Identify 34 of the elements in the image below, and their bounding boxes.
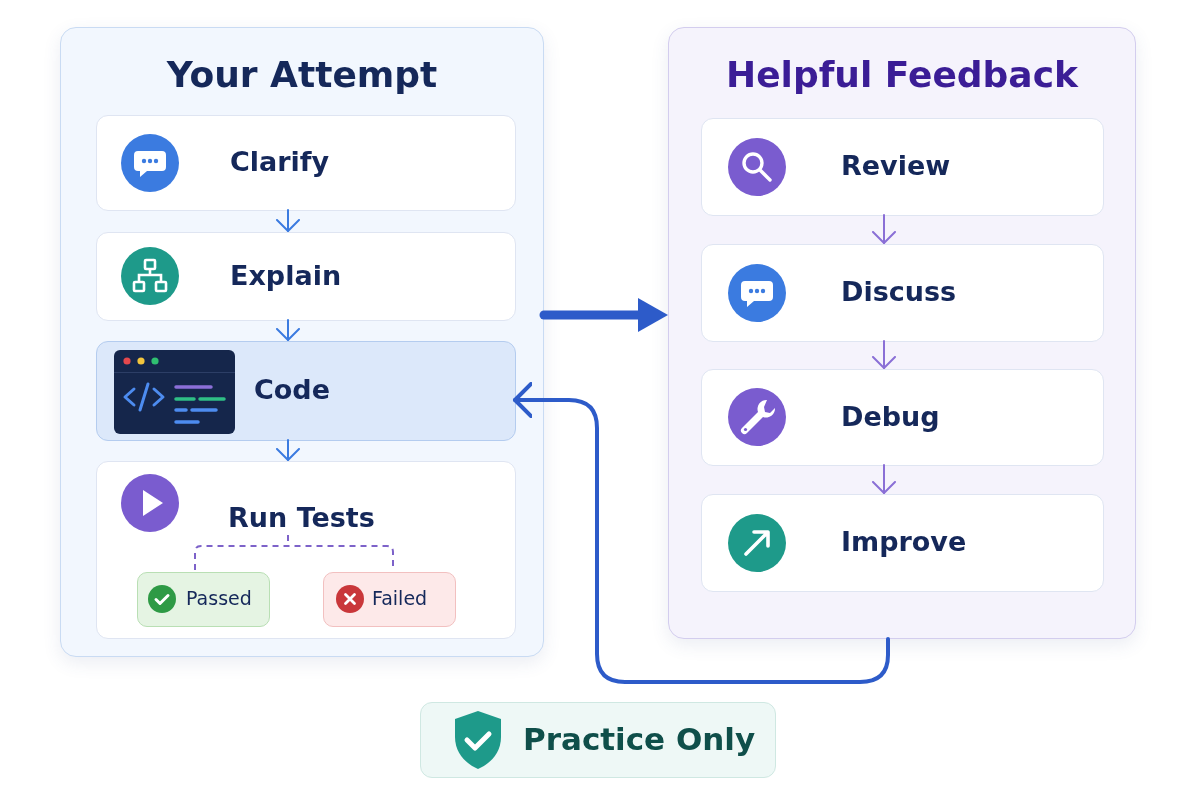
panel — [668, 27, 1136, 639]
arrow — [872, 340, 896, 369]
step-label: Improve — [841, 526, 967, 558]
arrow — [872, 214, 896, 244]
arrow — [513, 382, 890, 684]
step-card — [96, 341, 516, 441]
step-label: Explain — [230, 259, 342, 291]
step-card — [96, 232, 516, 321]
step-card — [96, 461, 516, 639]
step-card — [701, 118, 1104, 216]
step-label: Run Tests — [228, 502, 375, 533]
step-label: Discuss — [841, 276, 957, 308]
panel-title: Helpful Feedback — [725, 54, 1080, 95]
arrow — [276, 209, 300, 232]
arrow — [539, 298, 668, 332]
step-label: Code — [254, 374, 330, 406]
arrow — [872, 464, 896, 494]
step-card — [701, 244, 1104, 342]
panel-title: Your Attempt — [165, 54, 439, 95]
arrow — [276, 319, 300, 341]
notice-label: Practice Only — [523, 721, 756, 757]
result-badge — [323, 572, 456, 627]
arrow — [276, 439, 300, 461]
panel — [60, 27, 544, 657]
step-card — [701, 494, 1104, 592]
notice-badge — [420, 702, 776, 778]
step-card — [701, 369, 1104, 466]
result-badge — [137, 572, 270, 627]
result-label: Passed — [186, 587, 252, 609]
step-label: Clarify — [230, 146, 330, 178]
step-label: Review — [841, 150, 951, 182]
result-label: Failed — [372, 587, 428, 609]
step-label: Debug — [841, 400, 940, 432]
step-card — [96, 115, 516, 211]
